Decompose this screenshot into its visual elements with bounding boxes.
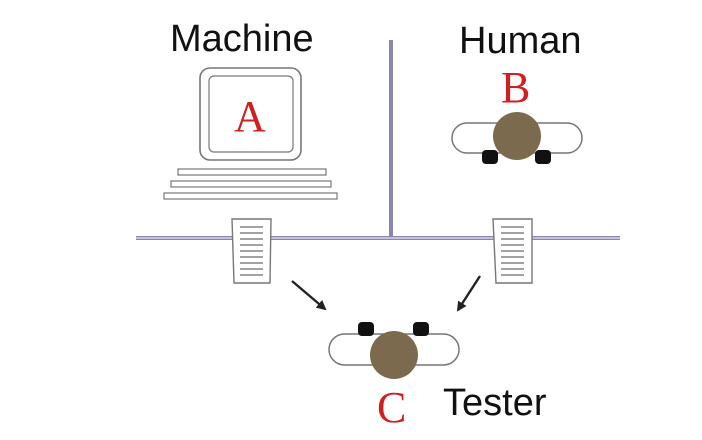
- human-message-paper-icon: [492, 218, 533, 284]
- tester-letter: C: [377, 383, 406, 432]
- machine-terminal-icon: [163, 67, 338, 200]
- wall-partition: [136, 40, 620, 240]
- human-to-tester-arrow-icon: [456, 275, 482, 312]
- machine-label: Machine: [170, 18, 314, 60]
- tester-label: Tester: [443, 382, 547, 424]
- human-person-icon: [451, 112, 583, 164]
- machine-message-paper-icon: [231, 218, 272, 284]
- machine-letter: A: [234, 92, 266, 141]
- tester-person-icon: [328, 322, 460, 379]
- human-label: Human: [459, 20, 582, 62]
- human-letter: B: [501, 63, 530, 112]
- machine-to-tester-arrow-icon: [291, 280, 327, 311]
